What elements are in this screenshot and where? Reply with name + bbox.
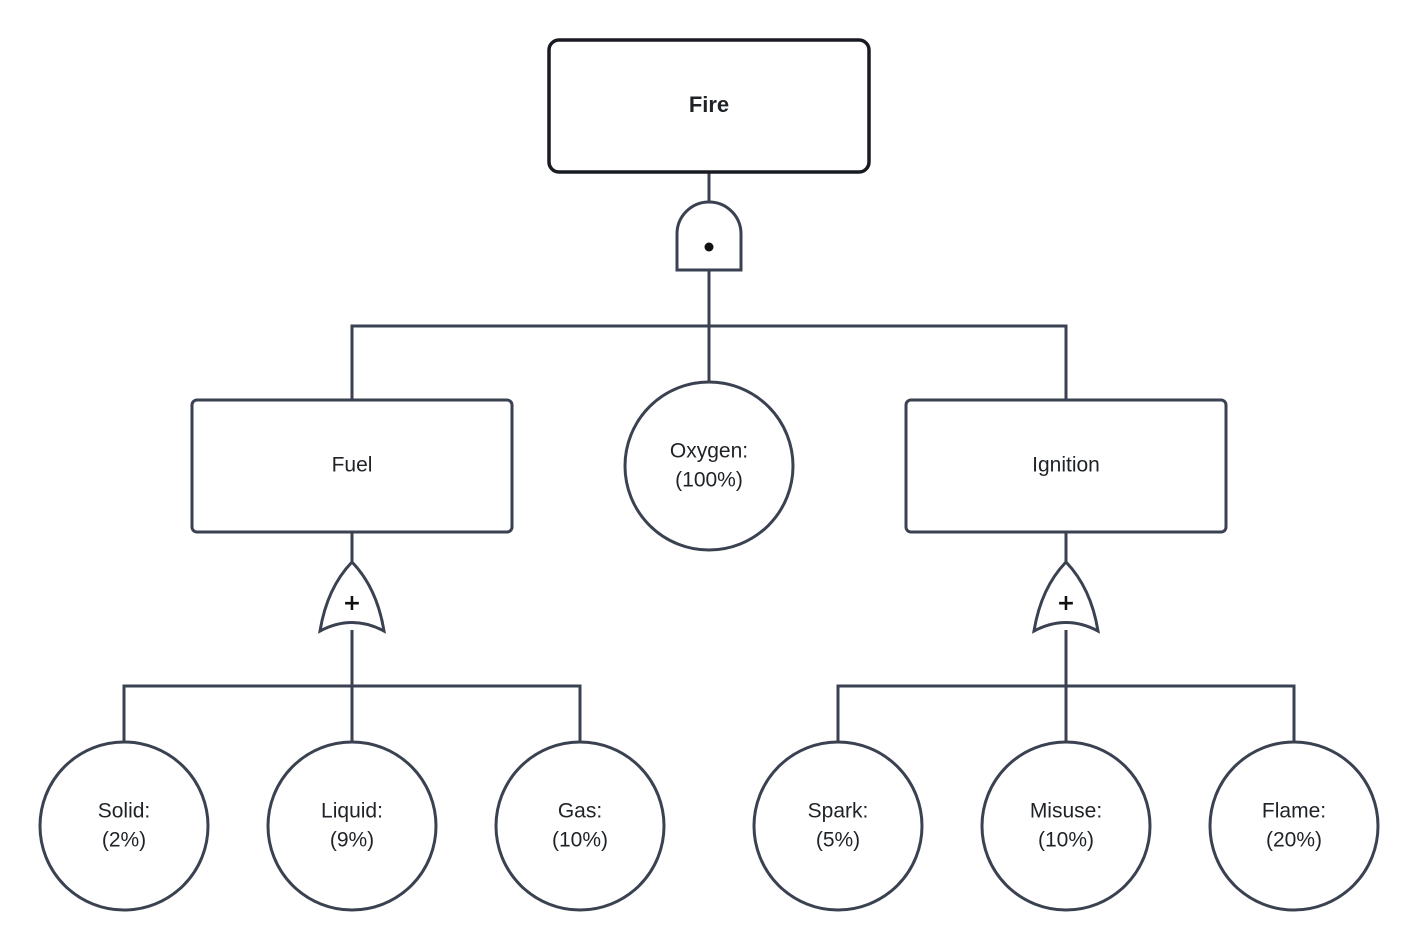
- ignition-or-gate-plus-icon: +: [1057, 591, 1075, 616]
- intermediate-event-ignition[interactable]: Ignition: [904, 398, 1228, 534]
- gas-label: Gas:: [558, 800, 602, 823]
- basic-event-solid[interactable]: Solid: (2%): [38, 740, 210, 912]
- fuel-box: [190, 398, 514, 534]
- top-event-fire[interactable]: Fire: [547, 38, 871, 174]
- connectors: [122, 172, 1296, 742]
- basic-event-liquid[interactable]: Liquid: (9%): [266, 740, 438, 912]
- oxygen-value: (100%): [675, 469, 743, 492]
- fuel-or-gate-plus-icon: +: [343, 591, 361, 616]
- spark-label: Spark:: [808, 800, 869, 823]
- basic-event-flame[interactable]: Flame: (20%): [1208, 740, 1380, 912]
- liquid-label: Liquid:: [321, 800, 383, 823]
- liquid-value: (9%): [330, 829, 374, 852]
- oxygen-label: Oxygen:: [670, 440, 748, 463]
- basic-event-gas[interactable]: Gas: (10%): [494, 740, 666, 912]
- flame-value: (20%): [1266, 829, 1322, 852]
- fuel-label: Fuel: [332, 454, 373, 477]
- spark-value: (5%): [816, 829, 860, 852]
- solid-value: (2%): [102, 829, 146, 852]
- liquid-circle: [266, 740, 438, 912]
- basic-event-misuse[interactable]: Misuse: (10%): [980, 740, 1152, 912]
- flame-label: Flame:: [1262, 800, 1326, 823]
- oxygen-circle: [623, 380, 795, 552]
- ignition-box: [904, 398, 1228, 534]
- and-gate-dot-icon: [704, 242, 714, 252]
- top-event-label: Fire: [689, 92, 729, 117]
- misuse-label: Misuse:: [1030, 800, 1102, 823]
- intermediate-event-fuel[interactable]: Fuel: [190, 398, 514, 534]
- flame-circle: [1208, 740, 1380, 912]
- gas-circle: [494, 740, 666, 912]
- misuse-circle: [980, 740, 1152, 912]
- basic-event-oxygen[interactable]: Oxygen: (100%): [623, 380, 795, 552]
- solid-label: Solid:: [98, 800, 151, 823]
- gas-value: (10%): [552, 829, 608, 852]
- ignition-or-gate[interactable]: +: [1032, 559, 1100, 634]
- top-event-box: [547, 38, 871, 174]
- ignition-or-gate-shape: [1032, 559, 1100, 634]
- solid-circle: [38, 740, 210, 912]
- and-gate-shape: [675, 200, 743, 272]
- spark-circle: [752, 740, 924, 912]
- fuel-or-gate[interactable]: +: [318, 559, 386, 634]
- and-gate[interactable]: [675, 200, 743, 272]
- misuse-value: (10%): [1038, 829, 1094, 852]
- basic-event-spark[interactable]: Spark: (5%): [752, 740, 924, 912]
- fuel-or-gate-shape: [318, 559, 386, 634]
- ignition-label: Ignition: [1032, 454, 1100, 477]
